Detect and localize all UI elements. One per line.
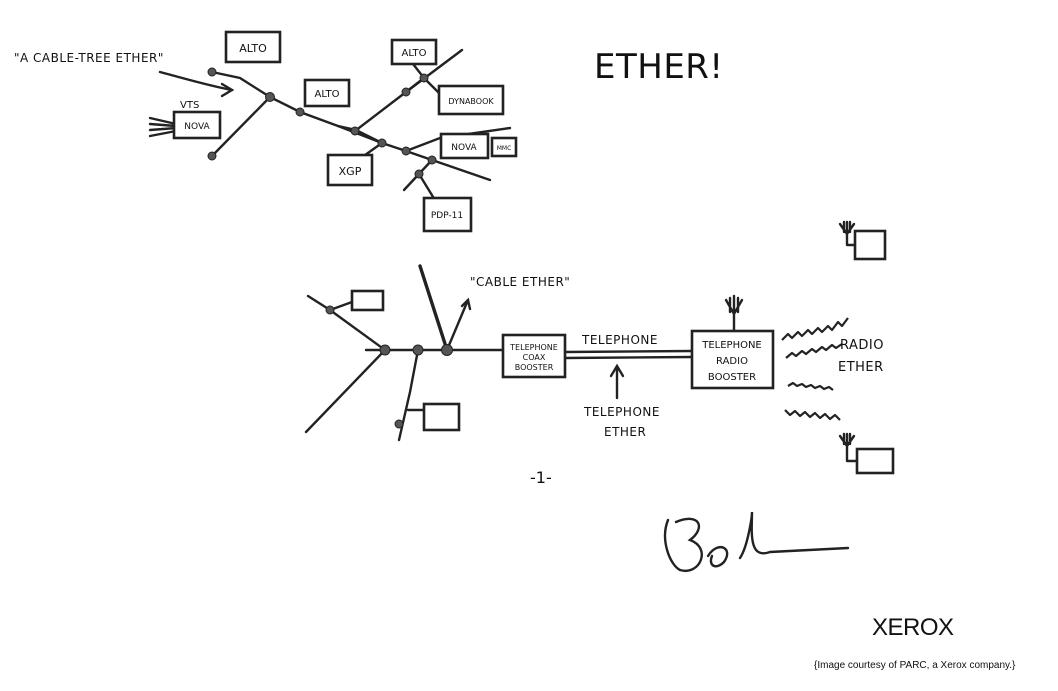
tap-node: [207, 67, 217, 77]
telephone-radio-booster-box: [690, 329, 775, 390]
xgp-box: [326, 153, 374, 187]
tap-node: [441, 344, 453, 356]
alto-label: ALTO: [314, 89, 339, 100]
station-box: [422, 402, 461, 432]
nova-label: NOVA: [451, 143, 477, 153]
tap-node: [419, 73, 429, 83]
telephone-ether-label-1: TELEPHONE: [583, 405, 660, 419]
radio-station-box: [855, 447, 895, 475]
tap-node: [350, 126, 360, 136]
xerox-logo: XEROX: [872, 614, 954, 641]
tap-node: [325, 305, 335, 315]
booster-label-line: BOOSTER: [708, 372, 756, 383]
booster-label-line: TELEPHONE: [509, 343, 558, 352]
alto-box: [390, 38, 438, 66]
tap-node: [265, 92, 275, 102]
alto-box: [224, 30, 282, 64]
dynabook-label: DYNABOOK: [448, 97, 494, 106]
tap-node: [379, 344, 391, 356]
page-number: -1-: [530, 468, 552, 487]
tap-node: [401, 146, 411, 156]
cable-ether-label: "CABLE ETHER": [470, 275, 570, 289]
booster-label-line: BOOSTER: [515, 363, 554, 372]
radio-station-box: [853, 229, 887, 261]
alto-label: ALTO: [401, 48, 426, 59]
radio-ether-label-1: RADIO: [840, 338, 884, 353]
mmc-box: [490, 136, 518, 158]
dynabook-box: [437, 84, 505, 116]
vts-label: VTS: [180, 100, 199, 111]
booster-label-line: TELEPHONE: [701, 340, 762, 351]
nova-box: [439, 132, 490, 160]
cable-tree-diagram: ALTO ALTO ALTO DYNABOOK NOVA VTS NOVA MM…: [14, 30, 518, 233]
alto-label: ALTO: [239, 42, 267, 55]
alto-box: [303, 78, 351, 108]
tap-node: [377, 138, 387, 148]
nova-label: NOVA: [184, 122, 210, 132]
image-credit: {Image courtesy of PARC, a Xerox company…: [814, 660, 1016, 671]
booster-label-line: COAX: [523, 353, 546, 362]
booster-label-line: RADIO: [716, 356, 748, 367]
station-box: [350, 289, 385, 312]
tap-node: [412, 344, 424, 356]
extended-ether-diagram: "CABLE ETHER" TELEPHONE COAX BOOSTER TEL…: [304, 220, 895, 475]
tap-node: [427, 155, 437, 165]
pdp11-box: [422, 196, 473, 233]
tap-node: [414, 169, 424, 179]
tap-node: [295, 107, 305, 117]
handwritten-signature: [663, 511, 850, 573]
cable-tree-ether-label: "A CABLE-TREE ETHER": [14, 51, 164, 65]
tap-node: [401, 87, 411, 97]
xgp-label: XGP: [339, 165, 362, 178]
pdp11-label: PDP-11: [431, 211, 463, 221]
telephone-ether-label-2: ETHER: [604, 425, 646, 439]
telephone-label: TELEPHONE: [581, 333, 658, 347]
radio-ether-label-2: ETHER: [838, 360, 884, 375]
ether-title: ETHER!: [594, 47, 724, 87]
telephone-coax-booster-box: [501, 333, 567, 379]
nova-box: [172, 110, 222, 140]
tap-node: [207, 151, 217, 161]
mmc-label: MMC: [497, 145, 512, 152]
tap-node: [394, 419, 404, 429]
